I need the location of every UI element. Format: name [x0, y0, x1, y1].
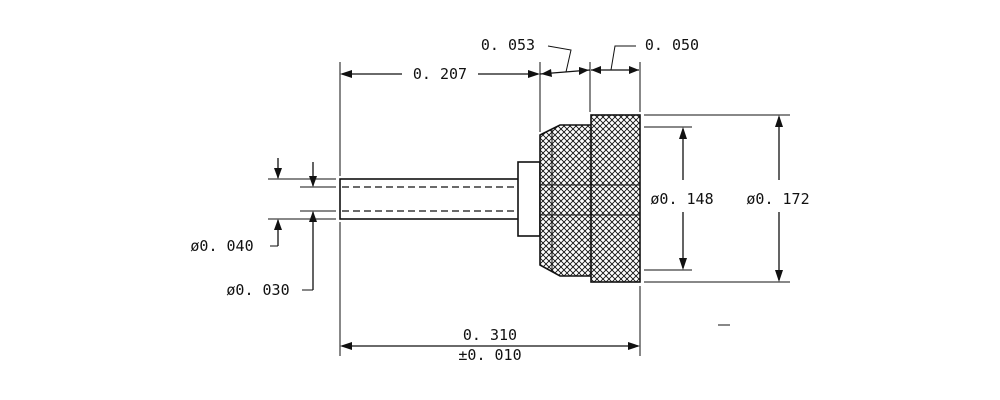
dimension-0172-label: ø0. 172: [746, 190, 809, 208]
arrowhead: [679, 127, 687, 139]
dimension-0050-label: 0. 050: [645, 36, 699, 54]
arrowhead: [775, 115, 783, 127]
dimension-0030-label: ø0. 030: [226, 281, 289, 299]
dimension-0053-label: 0. 053: [481, 36, 535, 54]
knurled-head: [590, 114, 641, 283]
arrowhead: [274, 168, 282, 179]
dimension-0040-label: ø0. 040: [190, 237, 253, 255]
arrowhead: [528, 70, 540, 78]
arrowhead: [629, 66, 639, 74]
overall-length-dimension: 0. 310 ±0. 010: [339, 222, 641, 364]
arrowhead: [340, 70, 352, 78]
arrowhead: [579, 67, 589, 75]
pin-shaft: [339, 178, 521, 220]
arrowhead: [591, 66, 601, 74]
arrowhead: [628, 342, 640, 350]
arrowhead: [309, 211, 317, 222]
knurled-front-section: [539, 124, 593, 277]
arrowhead: [309, 176, 317, 187]
dimension-tolerance-label: ±0. 010: [458, 346, 521, 364]
pin-diameter-dimensions: ø0. 040 ø0. 030: [190, 158, 336, 299]
dimension-0148-label: ø0. 148: [650, 190, 713, 208]
dimension-0310-label: 0. 310: [463, 326, 517, 344]
shoulder-collar: [517, 161, 541, 237]
diameter-0172-dimension: ø0. 172: [644, 114, 810, 283]
arrowhead: [775, 270, 783, 282]
diameter-0148-dimension: ø0. 148: [644, 126, 714, 271]
arrowhead: [541, 69, 552, 77]
top-dimensions: 0. 207 0. 053 0. 050: [339, 36, 699, 176]
arrowhead: [679, 258, 687, 270]
part-body: [339, 114, 641, 283]
arrowhead: [340, 342, 352, 350]
dimension-0207-label: 0. 207: [413, 65, 467, 83]
arrowhead: [274, 219, 282, 230]
